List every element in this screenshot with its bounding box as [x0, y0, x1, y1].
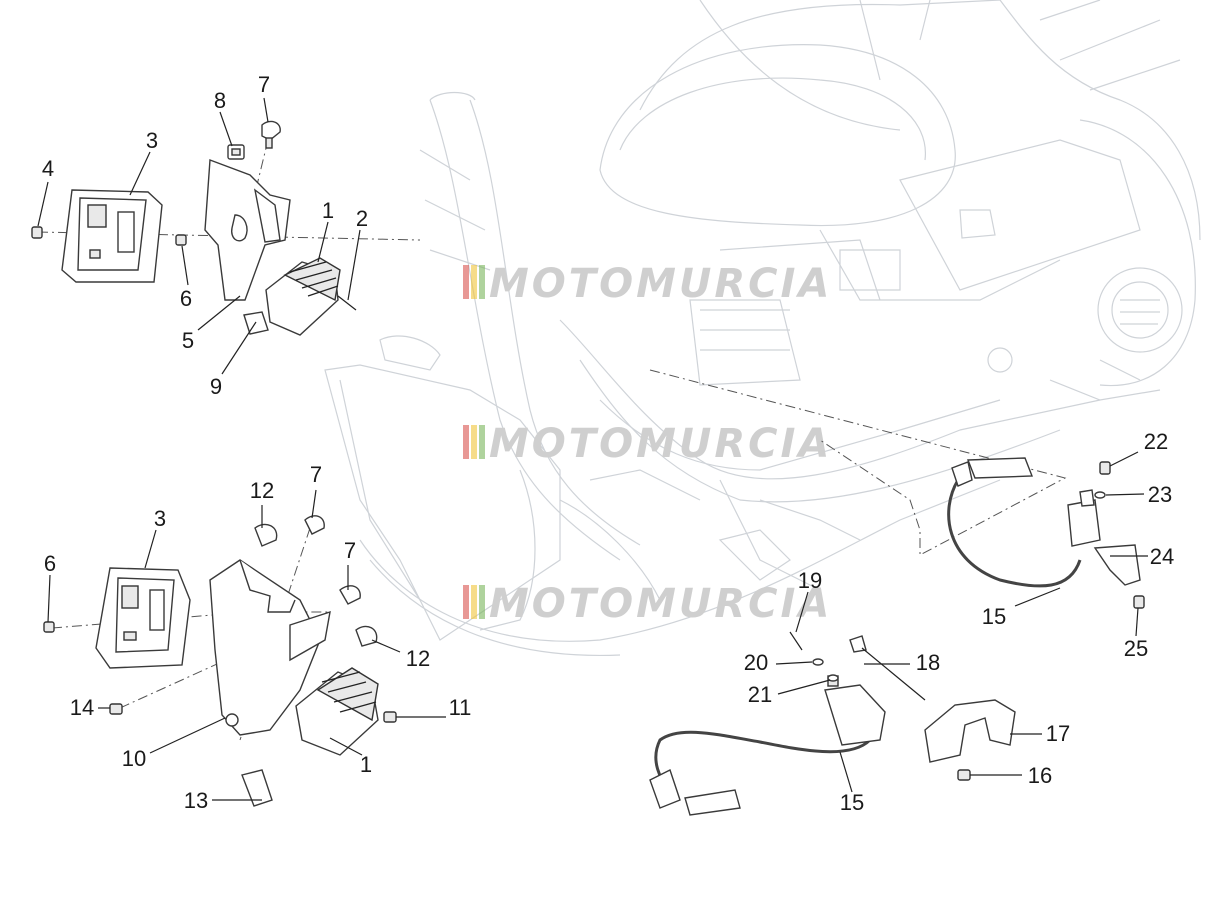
nut-part: [383, 711, 397, 723]
screw-part: [175, 234, 187, 246]
regulator-part: [295, 667, 379, 756]
lower-left-assembly: [43, 515, 397, 807]
clip-part: [227, 144, 245, 160]
callout-labels: 7 8 3 4 1 2 6 5 9 12 7 3 7 6 12 11 14 10…: [42, 72, 1174, 815]
callout-24: 24: [1150, 544, 1174, 569]
callout-4: 4: [42, 156, 54, 181]
clip-part: [254, 523, 378, 647]
callout-12: 12: [250, 478, 274, 503]
callout-15: 15: [840, 790, 864, 815]
watermark-text: MOTOMURCIA: [489, 261, 832, 307]
callout-10: 10: [122, 746, 146, 771]
callout-8: 8: [214, 88, 226, 113]
callout-2: 2: [356, 206, 368, 231]
callout-17: 17: [1046, 721, 1070, 746]
bracket-part: [204, 159, 291, 301]
ignition-coil-lower: [649, 631, 1016, 816]
callout-7: 7: [344, 538, 356, 563]
callout-14: 14: [70, 695, 94, 720]
ignition-coil-upper: [649, 369, 1145, 609]
callout-6: 6: [44, 551, 56, 576]
callout-15: 15: [982, 604, 1006, 629]
clip-part: [261, 120, 281, 149]
callout-19: 19: [798, 568, 822, 593]
callout-7: 7: [258, 72, 270, 97]
scooter-body-outline: [324, 0, 1201, 657]
upper-left-assembly: [31, 120, 421, 336]
bracket-part: [209, 559, 331, 736]
clip-part: [241, 769, 273, 807]
watermark: MOTOMURCIA MOTOMURCIA MOTOMURCIA: [463, 261, 832, 627]
callout-23: 23: [1148, 482, 1172, 507]
callout-7: 7: [310, 462, 322, 487]
callout-16: 16: [1028, 763, 1052, 788]
callout-20: 20: [744, 650, 768, 675]
callout-9: 9: [210, 374, 222, 399]
callout-1: 1: [360, 752, 372, 777]
callout-1: 1: [322, 198, 334, 223]
callout-18: 18: [916, 650, 940, 675]
screw-part: [43, 621, 55, 633]
clip-part: [304, 515, 361, 605]
watermark-text: MOTOMURCIA: [489, 581, 832, 627]
regulator-part: [265, 257, 341, 336]
callout-3: 3: [146, 128, 158, 153]
callout-21: 21: [748, 682, 772, 707]
watermark-text: MOTOMURCIA: [489, 421, 832, 467]
screw-part: [31, 226, 43, 239]
bolt-part: [337, 295, 357, 311]
callout-12: 12: [406, 646, 430, 671]
callout-13: 13: [184, 788, 208, 813]
leader-lines: [37, 97, 1148, 801]
callout-25: 25: [1124, 636, 1148, 661]
callout-6: 6: [180, 286, 192, 311]
callout-11: 11: [449, 695, 472, 720]
ecu-part: [61, 189, 163, 283]
callout-5: 5: [182, 328, 194, 353]
callout-22: 22: [1144, 429, 1168, 454]
callout-3: 3: [154, 506, 166, 531]
ecu-part: [95, 567, 191, 669]
screw-part: [109, 703, 123, 715]
